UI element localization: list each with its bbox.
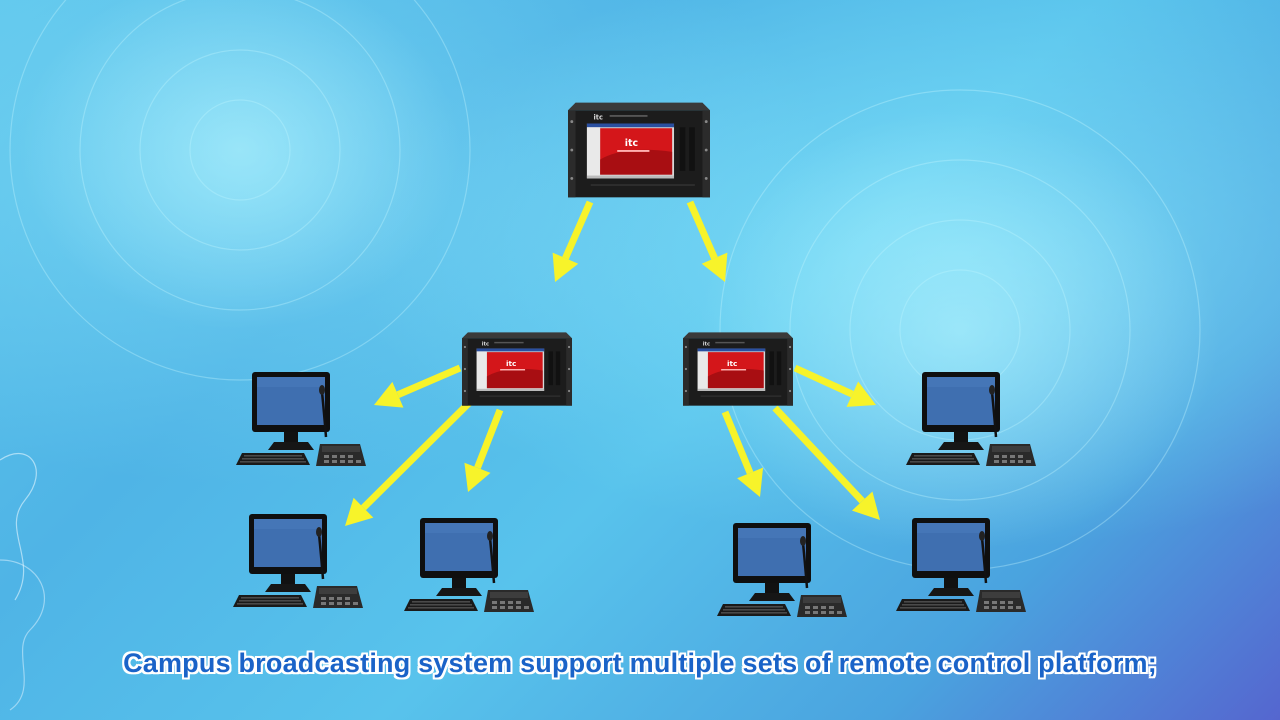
workstation-2	[231, 514, 365, 610]
arrow-right-to-ws6-head	[852, 491, 880, 520]
arrow-right-to-ws5	[721, 410, 764, 497]
arrow-right-to-ws4-head	[846, 381, 876, 407]
arrow-main-to-left	[552, 200, 594, 282]
arrow-left-to-ws2	[345, 399, 473, 526]
arrow-right-to-ws4	[793, 364, 876, 407]
sub-server-left	[462, 332, 572, 406]
arrow-right-to-ws5-head	[737, 467, 764, 497]
workstation-1	[234, 372, 368, 468]
arrow-main-to-right	[686, 200, 728, 282]
main-server-rack	[568, 102, 710, 198]
arrow-right-to-ws4-shaft	[793, 364, 854, 398]
workstation-5	[715, 523, 849, 619]
arrow-main-to-left-shaft	[562, 200, 594, 260]
arrow-main-to-right-head	[701, 252, 728, 282]
arrow-left-to-ws1	[374, 364, 462, 408]
arrow-right-to-ws5-shaft	[721, 410, 754, 475]
caption-text: Campus broadcasting system support multi…	[123, 648, 1157, 678]
arrow-left-to-ws1-shaft	[396, 364, 462, 398]
arrow-right-to-ws6	[772, 405, 880, 520]
arrow-left-to-ws3-head	[464, 462, 491, 492]
arrow-left-to-ws1-head	[374, 381, 404, 408]
arrow-left-to-ws2-shaft	[360, 399, 473, 511]
arrow-right-to-ws6-shaft	[772, 405, 865, 504]
arrow-main-to-left-head	[552, 252, 579, 282]
sub-server-right	[683, 332, 793, 406]
arrow-left-to-ws3	[464, 408, 504, 492]
arrow-left-to-ws2-head	[345, 497, 374, 526]
arrow-main-to-right-shaft	[686, 200, 718, 260]
arrow-left-to-ws3-shaft	[474, 408, 504, 470]
connection-arrows	[345, 200, 880, 526]
workstation-3	[402, 518, 536, 614]
